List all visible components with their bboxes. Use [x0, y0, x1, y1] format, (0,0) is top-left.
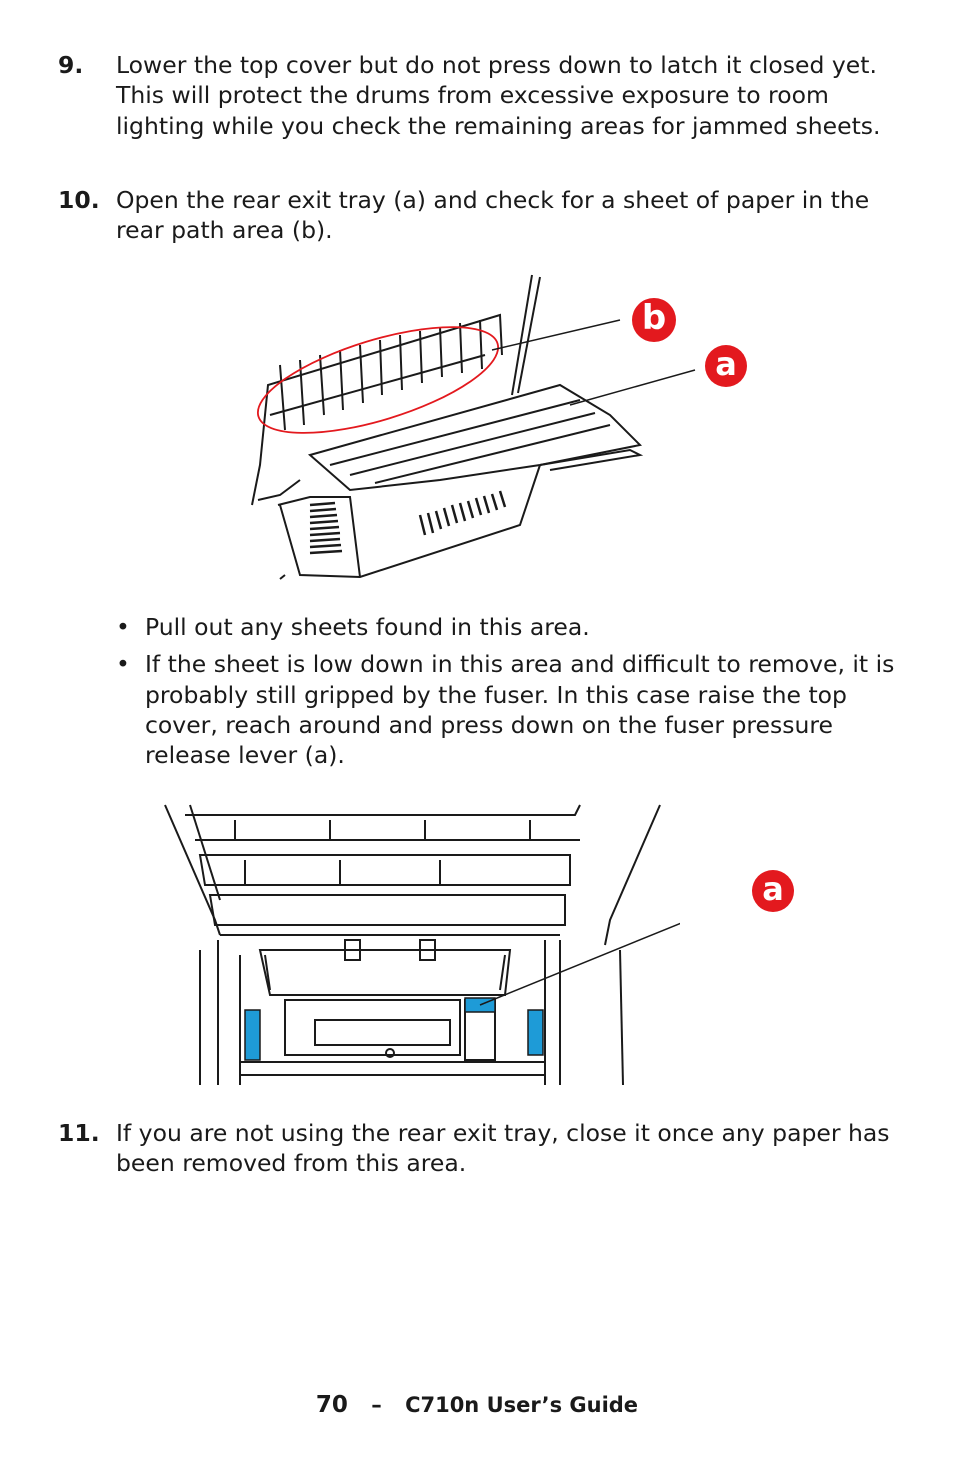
- bullet-text: If the sheet is low down in this area an…: [145, 650, 895, 770]
- bullet-mark: •: [116, 613, 130, 641]
- callout-b-label: b: [641, 298, 667, 338]
- step-11: 11. If you are not using the rear exit t…: [58, 1118, 918, 1179]
- guide-title: C710n User’s Guide: [405, 1393, 639, 1417]
- bullet-list: • Pull out any sheets found in this area…: [116, 612, 906, 777]
- callout-a-badge-2: a: [752, 870, 794, 912]
- step-number: 9.: [58, 51, 84, 79]
- step-number: 10.: [58, 186, 100, 214]
- callout-a-label-2: a: [762, 870, 784, 908]
- step-text: If you are not using the rear exit tray,…: [116, 1119, 890, 1178]
- footer-dash: –: [371, 1393, 382, 1417]
- step-text: Lower the top cover but do not press dow…: [116, 51, 881, 140]
- list-item: • Pull out any sheets found in this area…: [116, 612, 906, 642]
- callout-a-badge: a: [705, 345, 747, 387]
- step-9: 9. Lower the top cover but do not press …: [58, 50, 918, 141]
- page-footer: 70 – C710n User’s Guide: [0, 1392, 954, 1418]
- callout-a-label: a: [715, 345, 737, 383]
- step-10: 10. Open the rear exit tray (a) and chec…: [58, 185, 918, 246]
- callout-b-badge: b: [632, 298, 676, 342]
- bullet-text: Pull out any sheets found in this area.: [145, 613, 590, 641]
- bullet-mark: •: [116, 650, 130, 679]
- step-number: 11.: [58, 1119, 100, 1147]
- rear-exit-tray-figure: [251, 274, 696, 580]
- list-item: • If the sheet is low down in this area …: [116, 649, 906, 770]
- step-text: Open the rear exit tray (a) and check fo…: [116, 186, 870, 245]
- page-number: 70: [315, 1392, 348, 1418]
- fuser-lever-figure: [164, 804, 680, 1086]
